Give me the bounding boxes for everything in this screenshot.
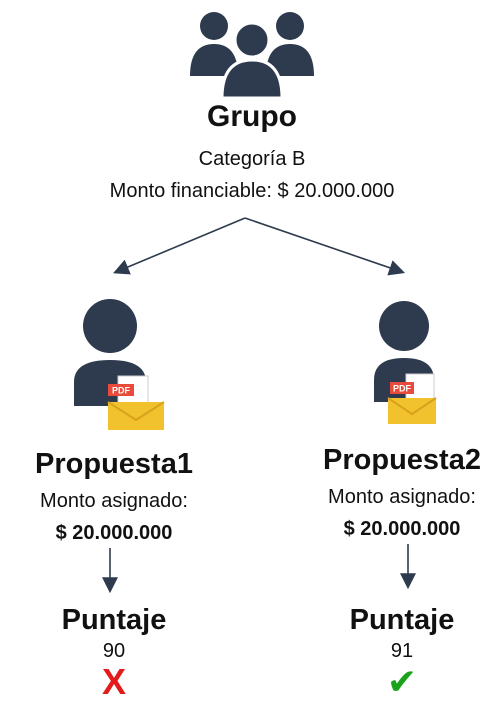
- assigned-amount-value: $ 20.000.000: [343, 518, 461, 540]
- svg-text:PDF: PDF: [112, 386, 131, 396]
- envelope-icon: [387, 397, 437, 424]
- arrow-to-proposal1: [113, 217, 246, 275]
- person-with-pdf-icon: PDF: [374, 301, 437, 424]
- group-amount: Monto financiable: $ 20.000.000: [109, 180, 395, 202]
- group-category: Categoría B: [198, 148, 306, 170]
- proposal-title: Propuesta2: [323, 444, 481, 476]
- arrow-to-proposal2: [244, 217, 406, 276]
- group-people-icon: [190, 12, 314, 100]
- assigned-amount-value: $ 20.000.000: [55, 522, 173, 544]
- score-value: 91: [390, 640, 414, 662]
- person-with-pdf-icon: PDF: [74, 299, 165, 430]
- svg-text:PDF: PDF: [393, 384, 412, 394]
- score-label: Puntaje: [61, 604, 167, 636]
- check-mark-icon: ✔: [386, 661, 418, 702]
- group-title: Grupo: [207, 100, 297, 133]
- proposal-title: Propuesta1: [35, 448, 193, 480]
- x-mark-icon: X: [101, 661, 126, 702]
- assigned-amount-label: Monto asignado:: [328, 486, 476, 508]
- assigned-amount-label: Monto asignado:: [40, 490, 188, 512]
- envelope-icon: [107, 401, 165, 430]
- score-label: Puntaje: [349, 604, 455, 636]
- score-value: 90: [102, 640, 126, 662]
